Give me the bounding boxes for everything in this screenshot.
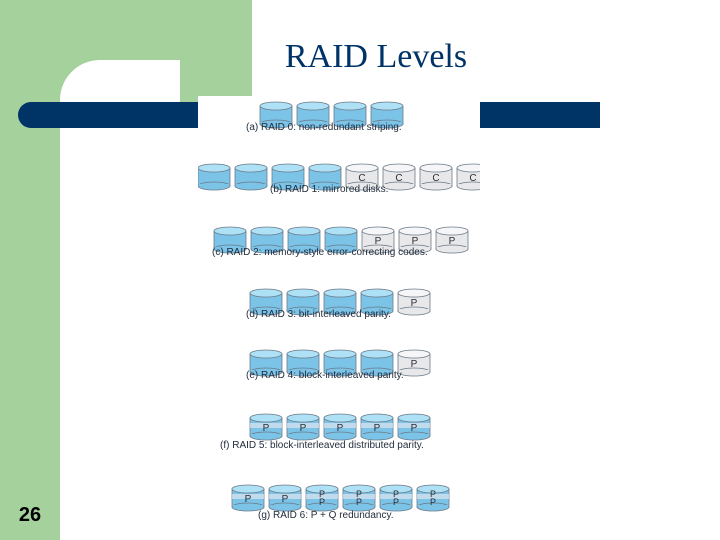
disk-cylinder: P — [323, 413, 357, 441]
disk-cylinder — [370, 101, 404, 129]
disk-label: P — [393, 497, 399, 507]
disk-label: P — [375, 236, 382, 247]
disk-label: P — [300, 423, 307, 434]
disk-cylinder — [234, 163, 268, 191]
disk-label: P — [430, 497, 436, 507]
disk-cylinder: P — [397, 413, 431, 441]
disk-cylinder — [323, 349, 357, 377]
disk-cylinder — [308, 163, 342, 191]
disk-cylinder — [296, 101, 330, 129]
disk-cylinder — [259, 101, 293, 129]
disk-label: P — [393, 489, 399, 499]
disk-label: P — [412, 236, 419, 247]
disk-cylinder — [250, 226, 284, 254]
disk-cylinder — [324, 226, 358, 254]
disk-cylinder — [213, 226, 247, 254]
disk-cylinder: C — [345, 163, 379, 191]
raid-caption: (a) RAID 0: non-redundant striping. — [246, 122, 402, 133]
title-bar-left — [18, 102, 200, 128]
disk-cylinder: PP — [379, 484, 413, 512]
background-green-left — [0, 0, 60, 540]
disk-cylinder — [286, 349, 320, 377]
raid-caption: (f) RAID 5: block-interleaved distribute… — [220, 440, 424, 451]
disk-cylinder: PP — [342, 484, 376, 512]
disk-cylinder: P — [360, 413, 394, 441]
disk-cylinder: P — [435, 226, 469, 254]
disk-label: P — [430, 489, 436, 499]
disk-label: P — [411, 359, 418, 370]
disk-cylinder: P — [286, 413, 320, 441]
disk-cylinder — [360, 288, 394, 316]
disk-cylinder: P — [398, 226, 432, 254]
disk-label: P — [245, 494, 252, 505]
disk-label: P — [356, 489, 362, 499]
disk-cylinder: P — [361, 226, 395, 254]
raid-caption: (d) RAID 3: bit-interleaved parity. — [246, 309, 391, 320]
slide-number: 26 — [18, 504, 42, 526]
disk-label: C — [469, 173, 476, 184]
raid-caption: (c) RAID 2: memory-style error-correctin… — [212, 247, 428, 258]
disk-cylinder — [249, 288, 283, 316]
disk-cylinder: P — [231, 484, 265, 512]
disk-cylinder — [286, 288, 320, 316]
disk-cylinder — [198, 163, 231, 191]
disk-label: P — [411, 298, 418, 309]
disk-label: P — [374, 423, 381, 434]
disk-cylinder: C — [382, 163, 416, 191]
disk-label: C — [395, 173, 402, 184]
disk-cylinder: PP — [305, 484, 339, 512]
disk-cylinder: P — [397, 288, 431, 316]
disk-label: P — [449, 236, 456, 247]
disk-cylinder — [271, 163, 305, 191]
raid-caption: (e) RAID 4: block-interleaved parity. — [246, 370, 404, 381]
disk-cylinder — [287, 226, 321, 254]
disk-label: P — [356, 497, 362, 507]
disk-label: P — [411, 423, 418, 434]
disk-label: P — [337, 423, 344, 434]
disk-label: P — [282, 494, 289, 505]
disk-cylinder: P — [249, 413, 283, 441]
title-bar-right — [478, 102, 600, 128]
disk-label: P — [319, 497, 325, 507]
disk-cylinder — [249, 349, 283, 377]
raid-caption: (b) RAID 1: mirrored disks. — [270, 184, 389, 195]
disk-cylinder: C — [456, 163, 480, 191]
disk-cylinder: PP — [416, 484, 450, 512]
disk-cylinder: C — [419, 163, 453, 191]
disk-label: C — [358, 173, 365, 184]
disk-label: C — [432, 173, 439, 184]
slide-title: RAID Levels — [284, 38, 468, 75]
disk-label: P — [263, 423, 270, 434]
disk-cylinder — [323, 288, 357, 316]
disk-cylinder: P — [397, 349, 431, 377]
disk-cylinder — [360, 349, 394, 377]
disk-label: P — [319, 489, 325, 499]
raid-caption: (g) RAID 6: P + Q redundancy. — [258, 510, 394, 521]
disk-cylinder — [333, 101, 367, 129]
disk-cylinder: P — [268, 484, 302, 512]
